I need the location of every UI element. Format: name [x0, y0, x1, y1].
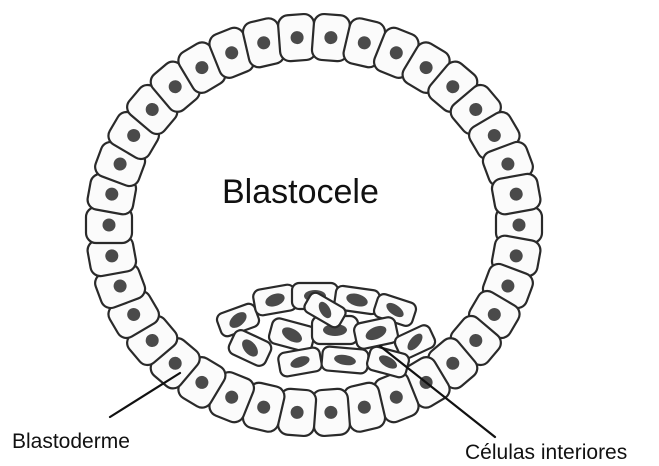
- blastoderm-label: Blastoderme: [12, 430, 130, 453]
- blastoderm-leader-line: [110, 373, 180, 417]
- blastocoel-label: Blastocele: [222, 173, 379, 211]
- blastoderm-cell-ring: [86, 13, 542, 436]
- cell-nucleus: [513, 219, 526, 232]
- cell-inner-12: [321, 346, 369, 374]
- cell-inner-11: [277, 347, 323, 378]
- cell-inner-6: [226, 328, 273, 368]
- cell-ring-29: [277, 13, 316, 62]
- cell-inner-9: [353, 316, 399, 350]
- inner-cells-label: Células interiores: [465, 441, 627, 464]
- cell-nucleus: [103, 219, 116, 232]
- cell-ring-38: [490, 172, 542, 216]
- cell-ring-10: [311, 388, 350, 437]
